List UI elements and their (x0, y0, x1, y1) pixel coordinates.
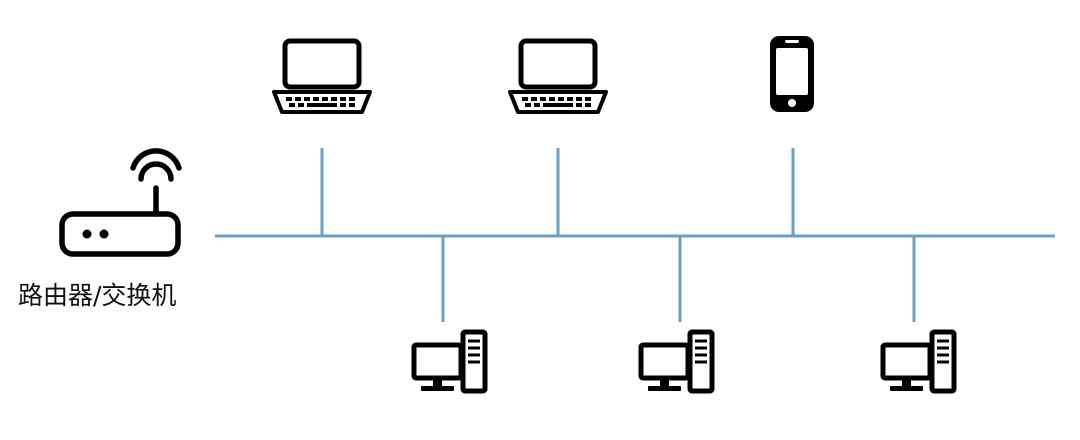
desktop-computer-icon (880, 329, 957, 394)
laptop-icon (272, 38, 372, 114)
laptop-icon (508, 38, 608, 114)
desktop-computer-icon (638, 329, 715, 394)
desktop-computer-icon (411, 329, 488, 394)
router-icon (59, 148, 182, 257)
network-links (215, 148, 1055, 322)
router-label: 路由器/交换机 (18, 281, 177, 310)
smartphone-icon (770, 36, 814, 112)
